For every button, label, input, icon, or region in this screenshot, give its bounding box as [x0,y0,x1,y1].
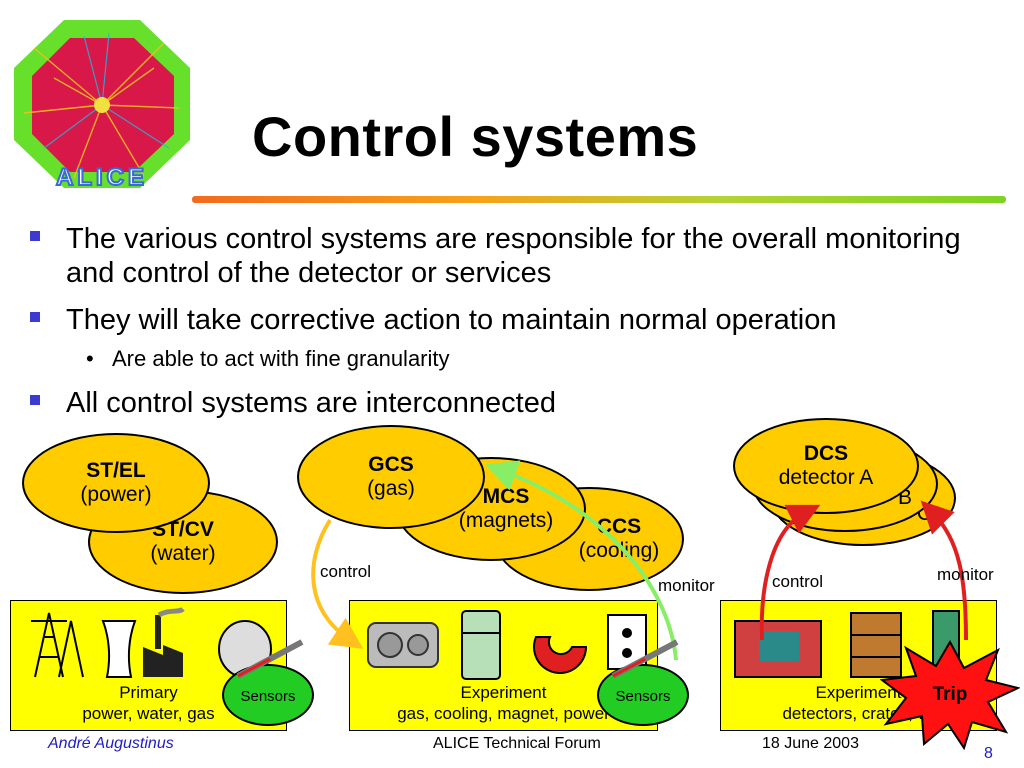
slide-title: Control systems [252,105,699,168]
footer-date: 18 June 2003 [762,735,859,752]
control-arrow-right [759,504,821,641]
primary-box-label: Primary power, water, gas [82,683,215,723]
alice-logo: ALICE [14,20,190,190]
bullet-1: The various control systems are responsi… [30,222,990,292]
thermometer-icon [236,639,304,679]
square-bullet-icon [30,312,40,322]
square-bullet-icon [30,395,40,405]
st-el-oval: ST/EL (power) [22,433,210,533]
dot-bullet-icon: • [86,346,94,371]
title-divider [192,196,1006,203]
trip-starburst: Trip [880,640,1020,750]
square-bullet-icon [30,231,40,241]
control-arrow-left [311,518,364,649]
trip-label: Trip [933,684,968,705]
thermometer-icon [611,639,679,679]
bullet-text: All control systems are interconnected [66,387,556,419]
logo-text: ALICE [56,164,148,190]
bullet-text: They will take corrective action to main… [66,304,837,336]
dcs-a-oval: DCS detector A [733,418,919,514]
bullet-2: They will take corrective action to main… [30,303,990,337]
monitor-arrow-right [920,500,968,641]
sub-bullet-text: Are able to act with fine granularity [112,346,450,371]
control-label-left: control [320,562,372,581]
page-number: 8 [984,745,993,762]
control-label-right: control [772,572,824,591]
footer-forum: ALICE Technical Forum [433,735,601,752]
monitor-label-mid: monitor [658,576,715,595]
monitor-arrow-mid [484,460,678,661]
footer-author: André Augustinus [48,735,174,752]
gcs-oval: GCS (gas) [297,425,485,529]
bullet-text: The various control systems are responsi… [66,223,961,289]
bullet-3: All control systems are interconnected [30,386,990,420]
experiment-box-label: Experiment gas, cooling, magnet, power [397,683,610,723]
monitor-label-right: monitor [937,565,994,584]
